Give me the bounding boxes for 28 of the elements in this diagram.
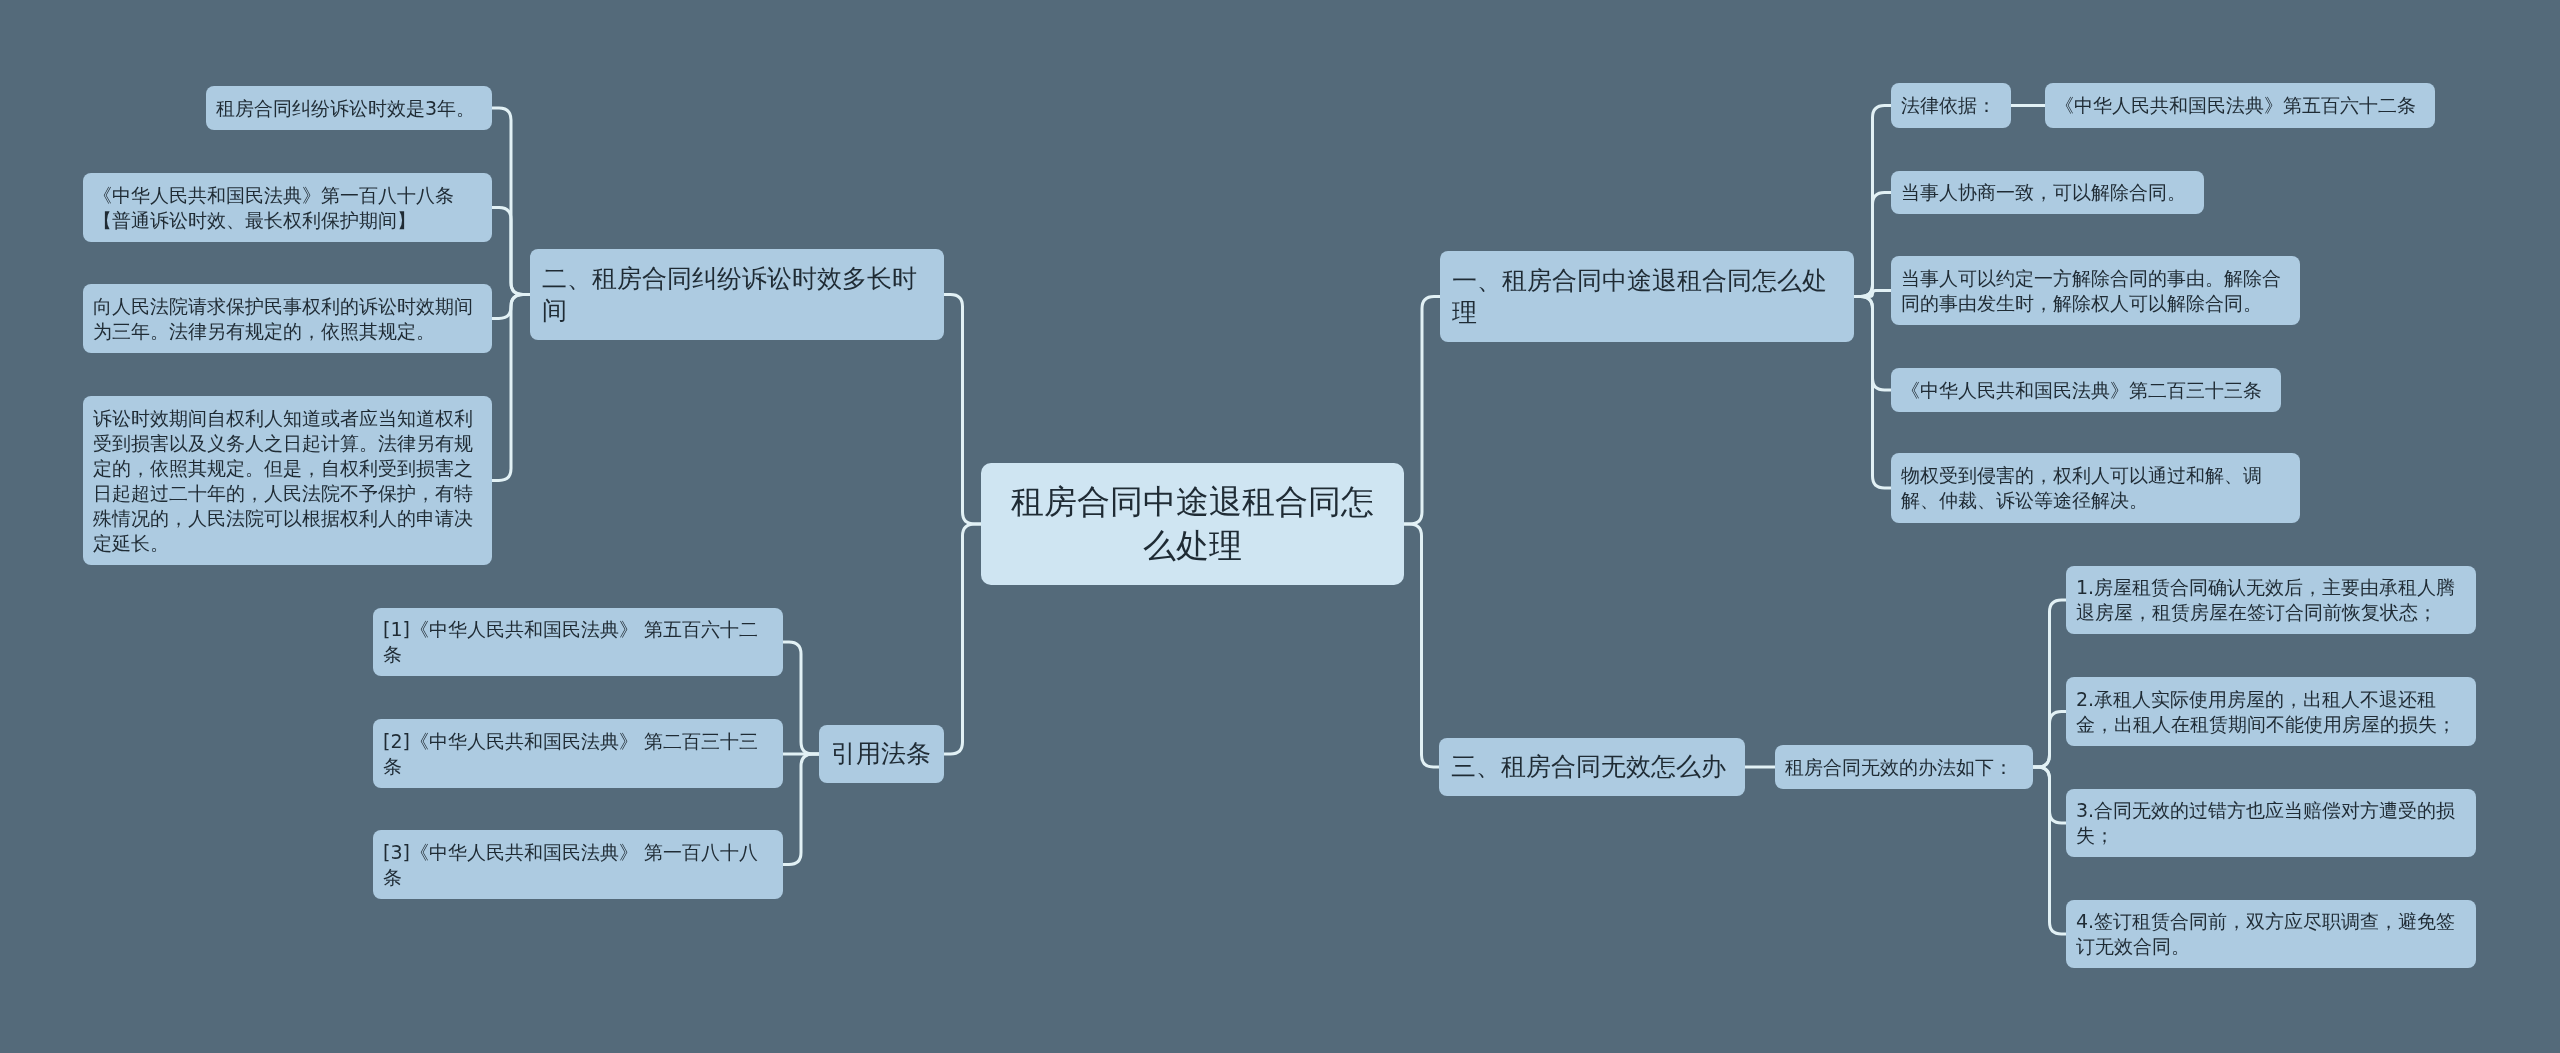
branch-topic: 三、租房合同无效怎么办 (1439, 738, 1745, 796)
connector-line (1745, 765, 1775, 769)
connector-line (944, 522, 981, 756)
subtopic: 诉讼时效期间自权利人知道或者应当知道权利受到损害以及义务人之日起计算。法律另有规定的，依照其规定。但是，自权利受到损害之日起超过二十年的，人民法院不予保护，有特殊情况的，人民法院可以根据权利人的申请决定延长。 (83, 396, 492, 565)
subtopic: 向人民法院请求保护民事权利的诉讼时效期间为三年。法律另有规定的，依照其规定。 (83, 284, 492, 353)
subtopic: [2]《中华人民共和国民法典》 第二百三十三条 (373, 719, 783, 788)
connector-line (2011, 104, 2045, 107)
subtopic: 2.承租人实际使用房屋的，出租人不退还租金，出租人在租赁期间不能使用房屋的损失； (2066, 677, 2476, 746)
subtopic: 物权受到侵害的，权利人可以通过和解、调解、仲裁、诉讼等途径解决。 (1891, 453, 2300, 523)
subtopic: 当事人协商一致，可以解除合同。 (1891, 171, 2204, 214)
branch-topic: 一、租房合同中途退租合同怎么处理 (1440, 251, 1854, 342)
subtopic: 3.合同无效的过错方也应当赔偿对方遭受的损失； (2066, 789, 2476, 857)
subtopic: [1]《中华人民共和国民法典》 第五百六十二条 (373, 608, 783, 676)
connector-line (492, 293, 530, 482)
subtopic: 《中华人民共和国民法典》第一百八十八条【普通诉讼时效、最长权利保护期间】 (83, 173, 492, 242)
subtopic: 法律依据： (1891, 83, 2011, 128)
central-topic: 租房合同中途退租合同怎么处理 (981, 463, 1404, 585)
subtopic: 租房合同纠纷诉讼时效是3年。 (206, 86, 492, 130)
subtopic: [3]《中华人民共和国民法典》 第一百八十八条 (373, 830, 783, 899)
subtopic: 当事人可以约定一方解除合同的事由。解除合同的事由发生时，解除权人可以解除合同。 (1891, 256, 2300, 325)
subtopic: 1.房屋租赁合同确认无效后，主要由承租人腾退房屋，租赁房屋在签订合同前恢复状态； (2066, 566, 2476, 634)
branch-topic: 引用法条 (819, 725, 944, 783)
subtopic: 《中华人民共和国民法典》第五百六十二条 (2045, 83, 2435, 128)
subtopic: 《中华人民共和国民法典》第二百三十三条 (1891, 368, 2281, 412)
subtopic: 租房合同无效的办法如下： (1775, 745, 2033, 789)
subtopic: 4.签订租赁合同前，双方应尽职调查，避免签订无效合同。 (2066, 900, 2476, 968)
connector-line (1854, 295, 1891, 490)
branch-topic: 二、租房合同纠纷诉讼时效多长时间 (530, 249, 944, 340)
